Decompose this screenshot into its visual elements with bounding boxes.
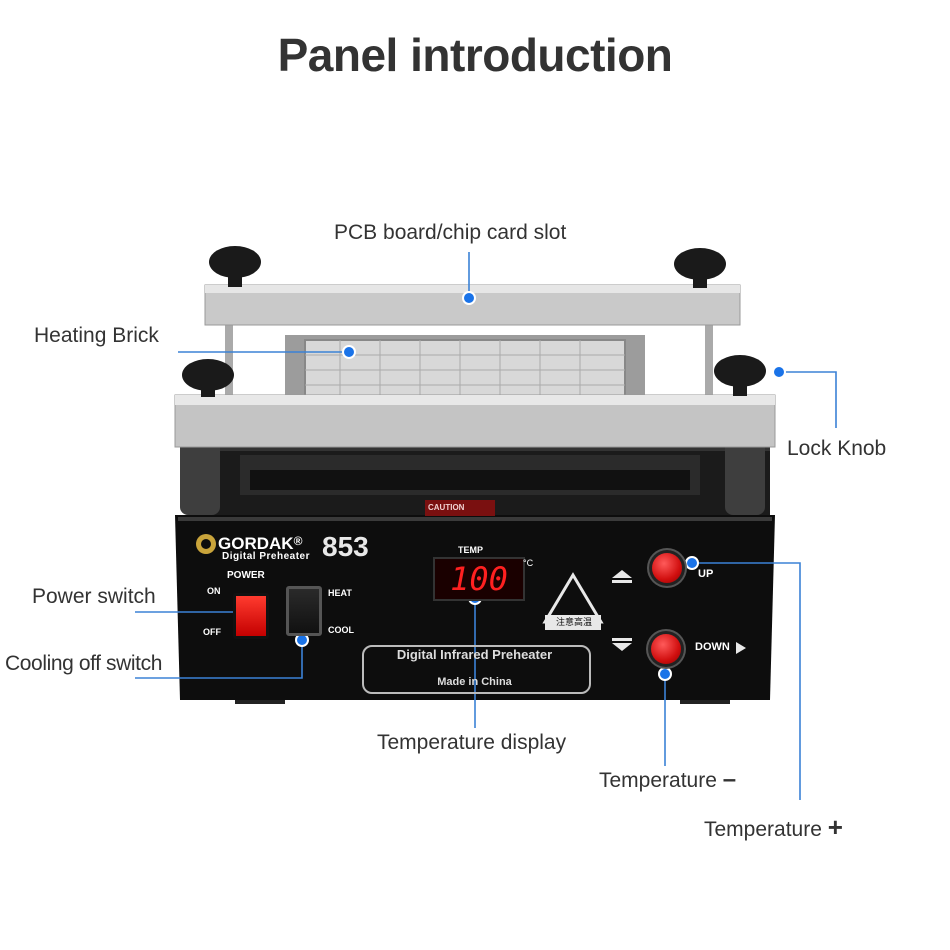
up-arrow-icon [612, 570, 632, 578]
temp-unit: °C [523, 558, 534, 568]
label-temperature-plus-text: Temperature [704, 818, 822, 841]
vent-slots [250, 470, 690, 490]
label-temperature-display: Temperature display [377, 731, 567, 754]
label-power-switch: Power switch [32, 585, 156, 608]
caution-tag: CAUTION [428, 503, 465, 512]
power-label: POWER [227, 570, 265, 581]
down-label: DOWN [695, 641, 730, 653]
product-frame [362, 645, 591, 694]
label-temperature-plus: Temperature + [704, 812, 843, 843]
temperature-down-button[interactable] [651, 634, 681, 664]
marker-temp-minus [658, 667, 672, 681]
temperature-display: 100 [433, 557, 525, 601]
power-switch[interactable] [233, 593, 269, 639]
on-label: ON [207, 586, 221, 596]
label-lock-knob: Lock Knob [787, 437, 887, 460]
label-pcb-slot: PCB board/chip card slot [334, 221, 567, 244]
heat-label: HEAT [328, 588, 352, 598]
label-heating-brick: Heating Brick [34, 324, 159, 347]
off-label: OFF [203, 627, 221, 637]
marker-temp-plus [685, 556, 699, 570]
registered-mark: ® [293, 534, 303, 548]
cool-label: COOL [328, 625, 354, 635]
lock-knobs [182, 246, 766, 397]
marker-pcb-slot [462, 291, 476, 305]
up-label: UP [698, 568, 714, 580]
plus-sign: + [827, 812, 843, 842]
temperature-up-button[interactable] [652, 553, 682, 583]
hot-warning-text: 注意高温 [555, 617, 592, 627]
marker-heating-brick [342, 345, 356, 359]
cooling-off-switch[interactable] [286, 586, 322, 636]
model-number: 853 [322, 531, 369, 562]
label-temperature-minus-text: Temperature [599, 769, 717, 792]
temp-label: TEMP [458, 545, 484, 555]
device-subtitle: Digital Preheater [222, 551, 310, 562]
down-arrow-icon [612, 643, 632, 651]
minus-sign: – [722, 766, 737, 793]
product-name: Digital Infrared Preheater [396, 647, 553, 662]
page-title: Panel introduction [277, 29, 673, 81]
marker-lock-knob [772, 365, 786, 379]
label-cooling-off-switch: Cooling off switch [5, 652, 162, 675]
brand-name: GORDAK [218, 534, 294, 553]
made-in: Made in China [437, 676, 512, 688]
label-temperature-minus: Temperature – [599, 766, 736, 794]
